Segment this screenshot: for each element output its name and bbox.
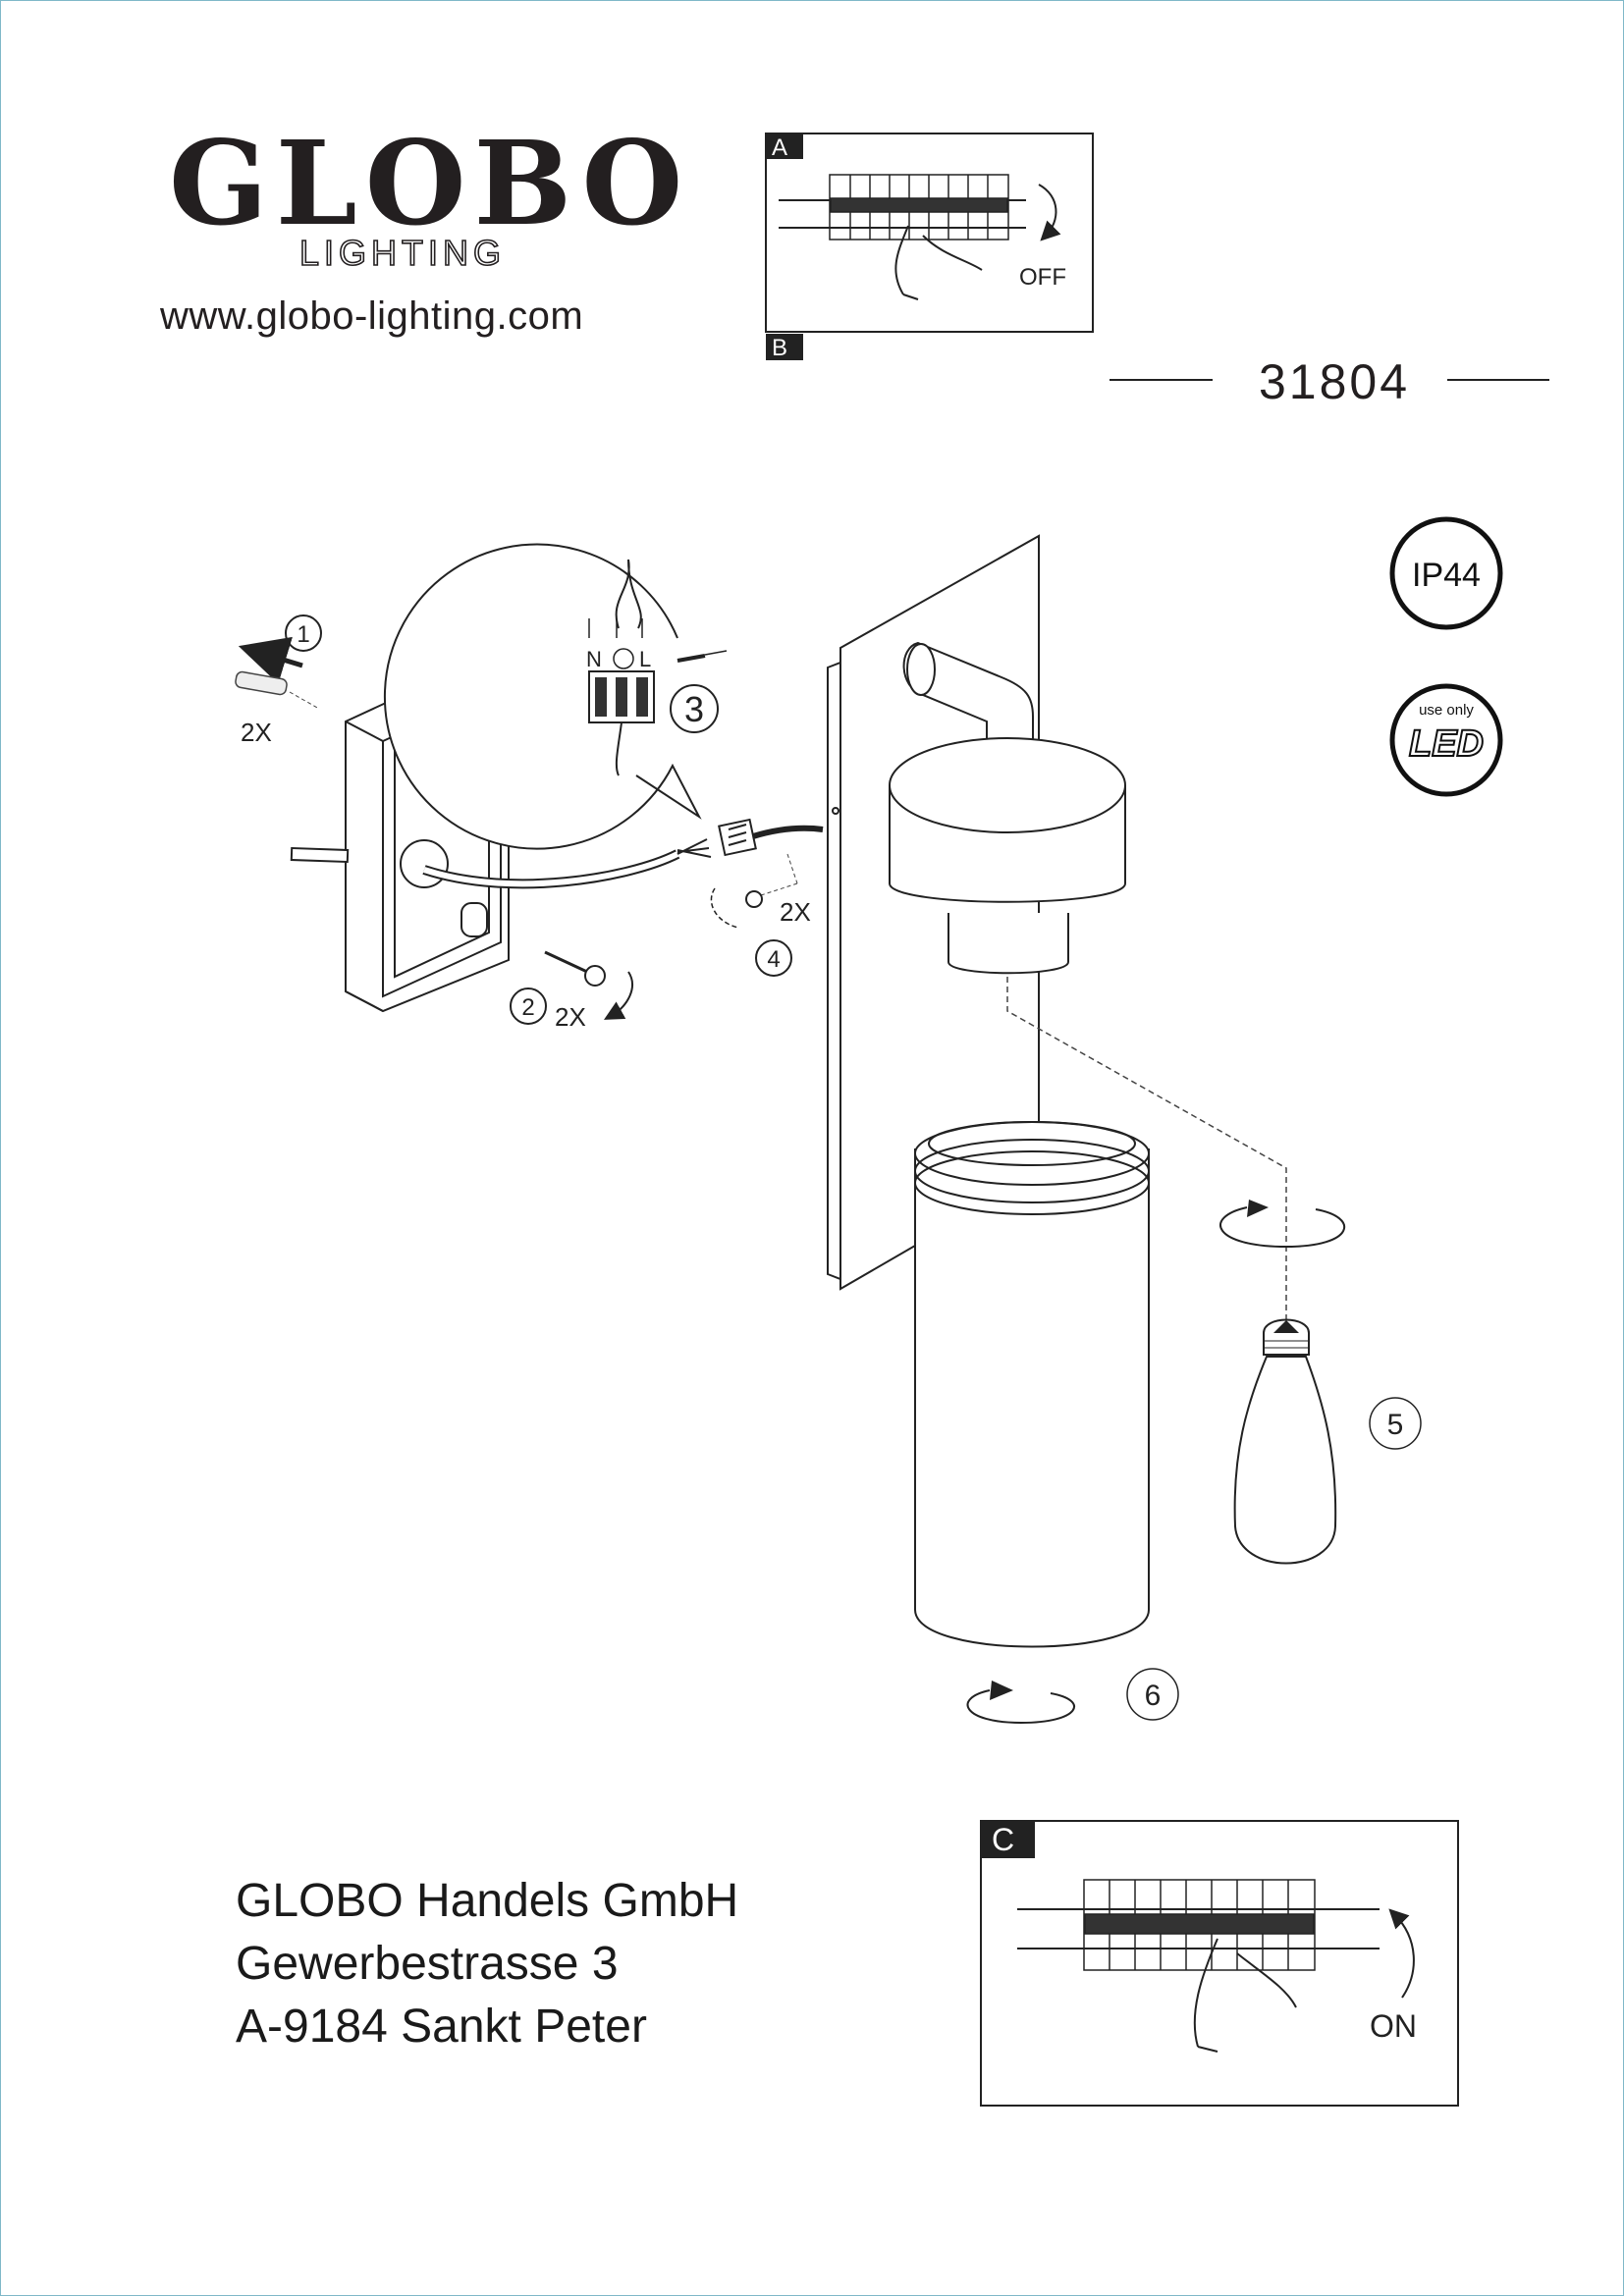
svg-text:2X: 2X [780,897,811,927]
svg-text:2: 2 [521,994,534,1021]
address-street: Gewerbestrasse 3 [236,1938,619,1990]
panel-c-label: C [992,1822,1014,1857]
panel-a-label: A [772,134,787,161]
svg-text:N: N [586,647,602,671]
svg-text:2X: 2X [241,718,272,747]
panel-a-action-text: OFF [1019,264,1066,291]
step1-wall-plugs: 1 2X [235,614,322,747]
panel-b-label-box [766,334,803,360]
panel-c-label-box [981,1821,1035,1858]
panel-c-breaker-on: C ON [980,1820,1459,2107]
svg-text:2X: 2X [555,1002,586,1032]
panel-c-action-text: ON [1370,2008,1417,2044]
svg-text:L: L [639,647,651,671]
svg-text:5: 5 [1387,1409,1404,1441]
terminal-connector [718,818,824,857]
use-only-led-badge: use only LED [1389,683,1503,797]
svg-text:4: 4 [767,946,780,973]
model-number: 31804 [1259,354,1411,409]
step3-wiring-callout: N L 3 [383,543,728,850]
lamp-head [889,737,1126,1119]
breaker-row-top [829,174,1009,240]
led-badge-large-text: LED [1409,723,1484,765]
address-company: GLOBO Handels GmbH [236,1875,739,1927]
brand-logo-subtitle: LIGHTING [298,233,507,273]
svg-text:6: 6 [1145,1680,1162,1712]
ip44-badge: IP44 [1389,516,1503,630]
model-number-rules [1110,379,1549,381]
svg-text:3: 3 [684,689,704,729]
panel-ab-breaker-off: A B OFF [765,133,1094,361]
address-city: A-9184 Sankt Peter [236,2001,647,2053]
svg-text:1: 1 [297,621,309,648]
brand-logo-wordmark: GLOBO [169,115,691,251]
cylinder-shade [914,1121,1150,1648]
step5-bulb: 5 [1219,1200,1422,1565]
step2-screws: 2 2X [510,950,633,1032]
panel-a-label-box [766,133,803,159]
panel-b-label: B [772,335,787,361]
website-url[interactable]: www.globo-lighting.com [160,294,584,338]
led-badge-small-text: use only [1419,702,1474,719]
step6-shade-rotation: 6 [966,1668,1179,1725]
company-address: GLOBO Handels GmbH Gewerbestrasse 3 A-91… [236,1870,738,2058]
step4-mounting-screws: 2X 4 [710,853,811,977]
ip44-text: IP44 [1412,557,1481,594]
